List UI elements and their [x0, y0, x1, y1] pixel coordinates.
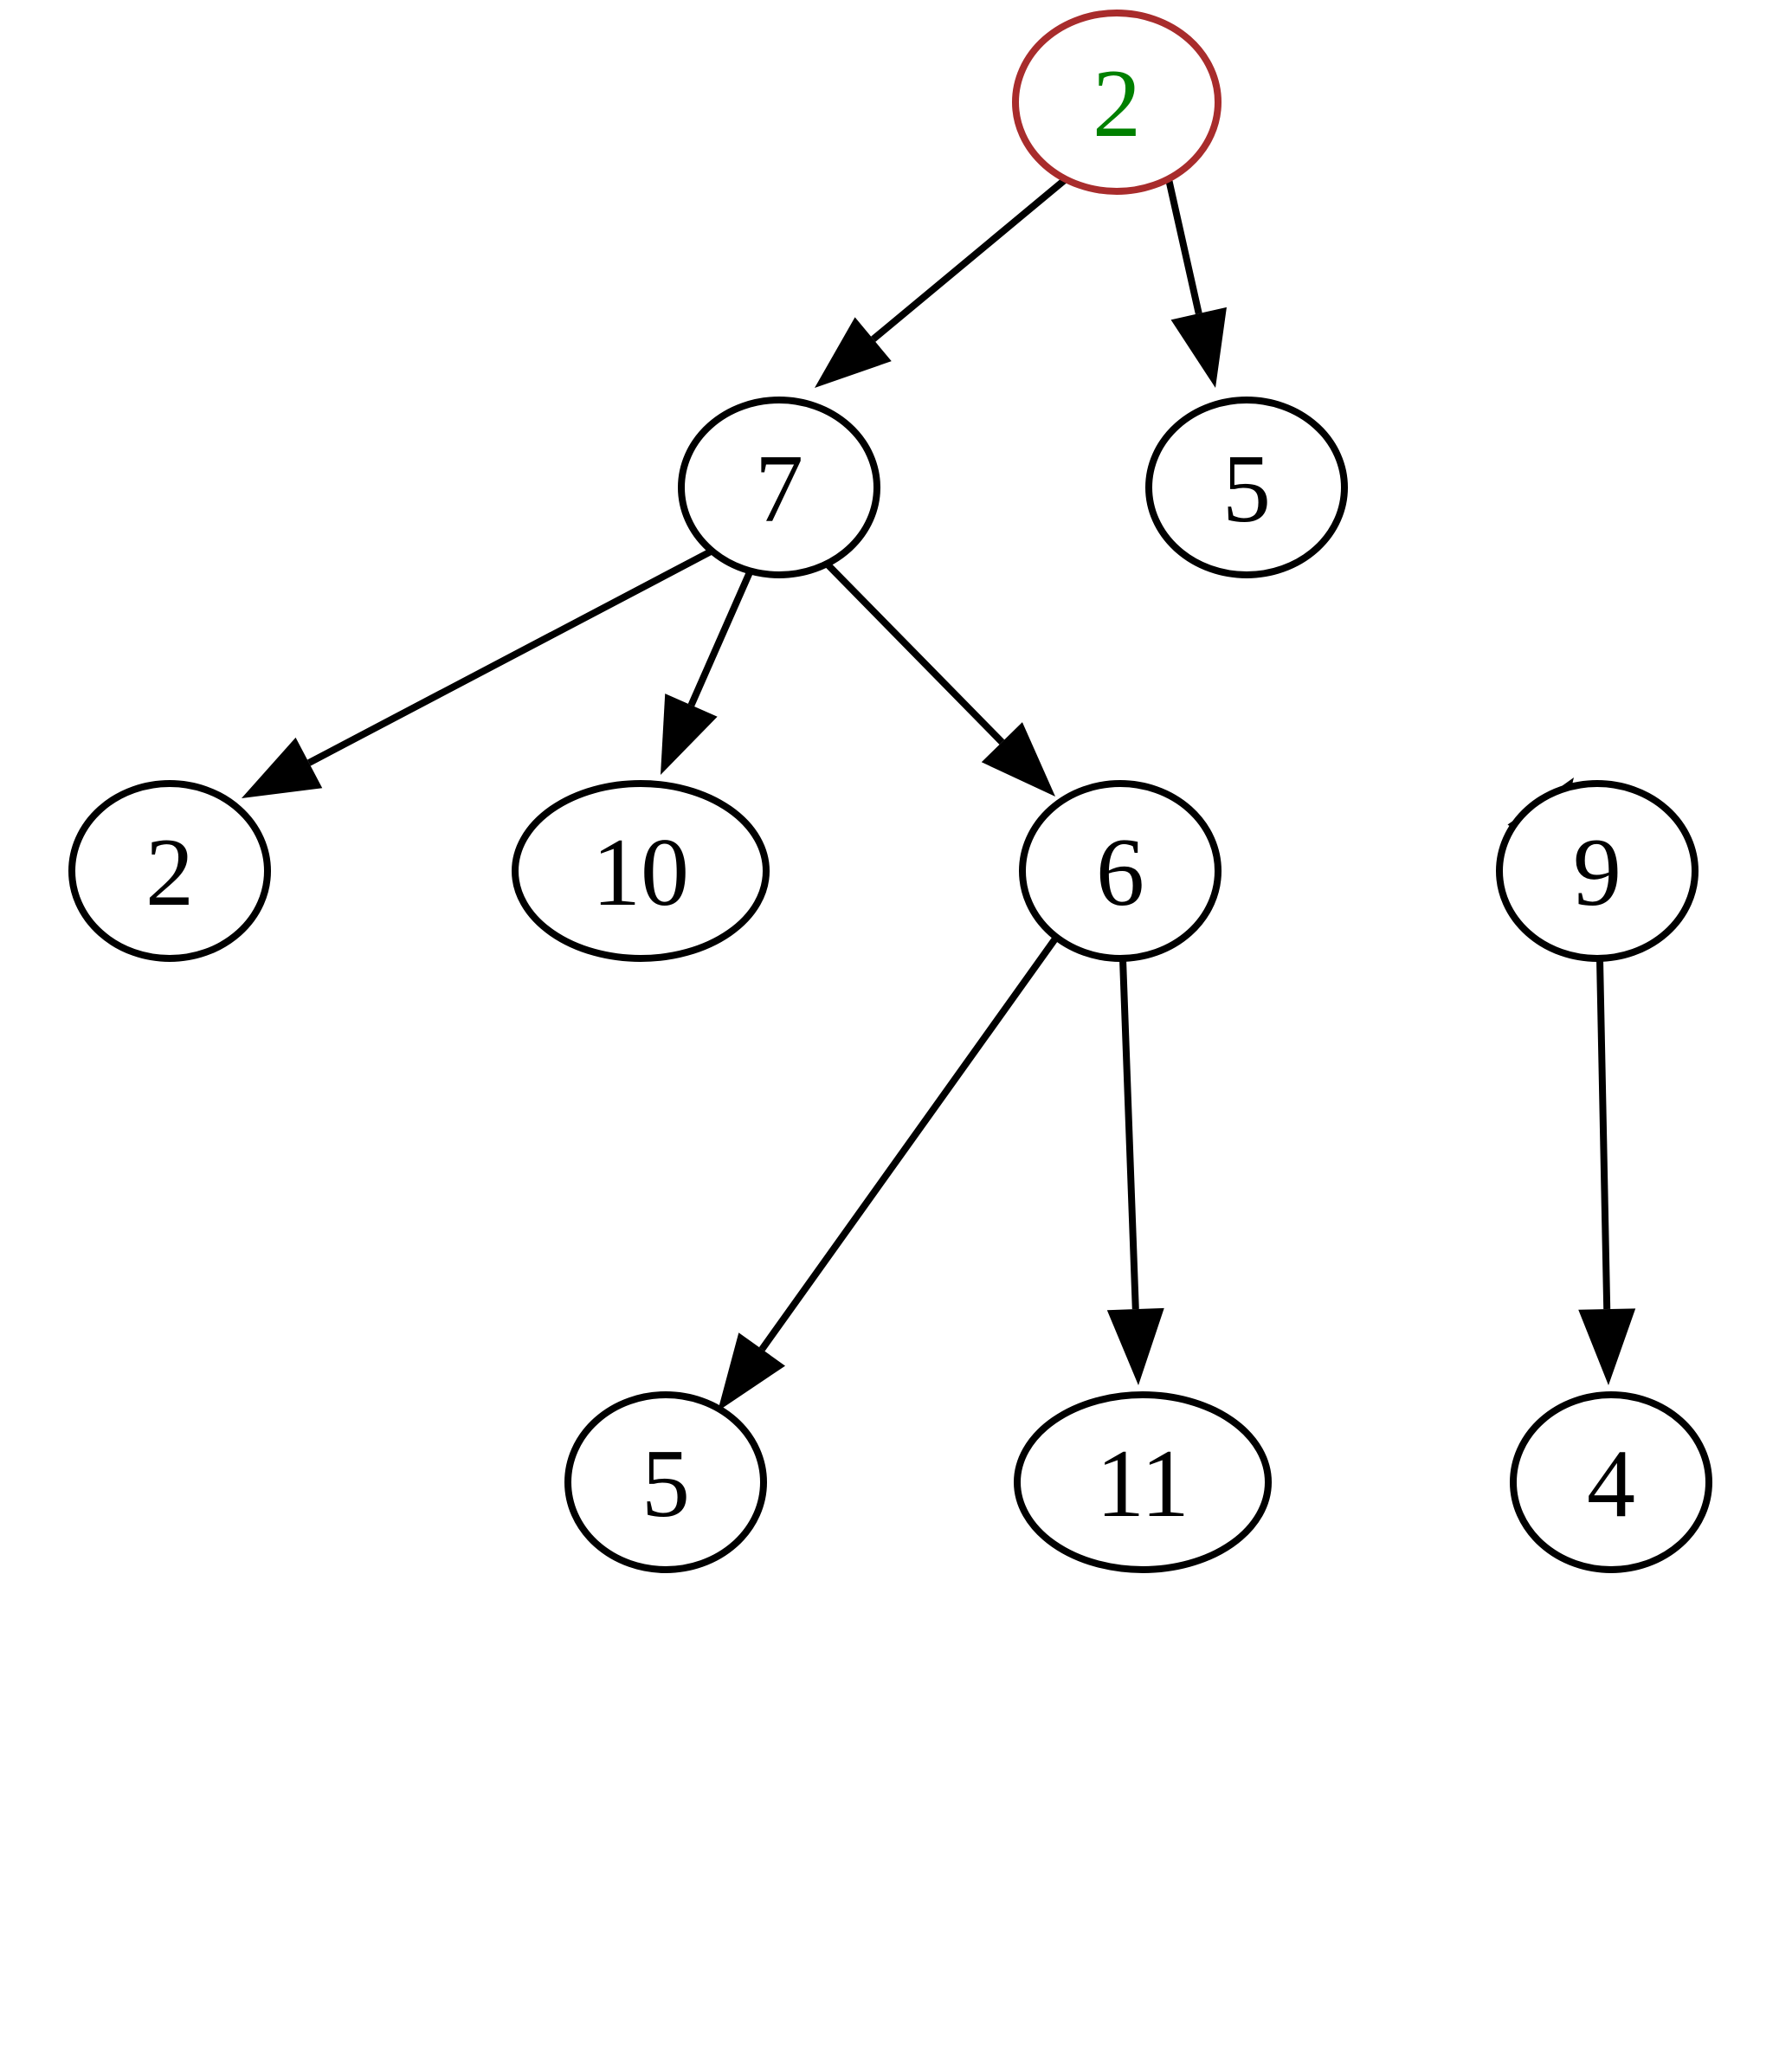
- node-label: 5: [641, 1430, 690, 1538]
- arrowhead-icon: [242, 737, 323, 798]
- node-n7-5[interactable]: 5: [564, 1391, 767, 1573]
- node-ellipse[interactable]: [68, 780, 271, 962]
- edge-line: [687, 571, 753, 707]
- edge-line: [823, 560, 1005, 745]
- node-n0-2[interactable]: 2: [1012, 10, 1222, 195]
- nodes-layer: 2 7 5 2 10 6 9 5 11 4: [68, 10, 1712, 1573]
- edge-7-to-2: [242, 547, 714, 798]
- arrowhead-icon: [1170, 306, 1227, 388]
- arrowhead-icon: [1578, 1308, 1636, 1385]
- node-n5-6[interactable]: 6: [1019, 780, 1222, 962]
- node-label: 2: [1093, 50, 1141, 158]
- node-label: 9: [1573, 819, 1621, 926]
- edge-9-to-4: [1578, 958, 1636, 1385]
- edge-line: [1165, 178, 1202, 315]
- edge-6-to-5: [718, 932, 1061, 1411]
- edges-layer: [242, 176, 1636, 1411]
- arrowhead-icon: [1106, 1307, 1164, 1385]
- node-label: 5: [1222, 435, 1271, 543]
- arrowhead-icon: [981, 722, 1055, 797]
- edge-line: [307, 547, 714, 766]
- edge-2-to-7: [815, 176, 1068, 388]
- node-ellipse[interactable]: [1496, 780, 1699, 962]
- arrowhead-icon: [815, 317, 892, 388]
- arrowhead-icon: [661, 693, 718, 775]
- arrowhead-icon: [718, 1332, 786, 1411]
- node-n1-7[interactable]: 7: [678, 397, 880, 578]
- node-label: 7: [755, 435, 803, 543]
- edge-7-to-6: [823, 560, 1055, 797]
- node-label: 11: [1096, 1430, 1189, 1538]
- node-n8-11[interactable]: 11: [1014, 1391, 1272, 1573]
- node-label: 4: [1587, 1430, 1635, 1538]
- node-ellipse[interactable]: [1510, 1391, 1712, 1573]
- edge-line: [1119, 958, 1139, 1310]
- node-n9-4[interactable]: 4: [1510, 1391, 1712, 1573]
- node-n3-2[interactable]: 2: [68, 780, 271, 962]
- node-ellipse[interactable]: [564, 1391, 767, 1573]
- node-label: 10: [592, 819, 689, 926]
- edge-line: [1596, 958, 1611, 1310]
- node-n4-10[interactable]: 10: [512, 780, 770, 962]
- edge-6-to-11: [1106, 958, 1164, 1385]
- node-ellipse[interactable]: [1012, 10, 1222, 195]
- node-label: 6: [1096, 819, 1144, 926]
- edge-7-to-10: [661, 571, 753, 775]
- edge-line: [758, 932, 1061, 1352]
- node-label: 2: [145, 819, 194, 926]
- edge-line: [871, 176, 1068, 342]
- edge-2-to-5: [1165, 178, 1227, 388]
- node-ellipse[interactable]: [1014, 1391, 1272, 1573]
- node-ellipse[interactable]: [1145, 397, 1348, 578]
- node-n2-5[interactable]: 5: [1145, 397, 1348, 578]
- node-ellipse[interactable]: [678, 397, 880, 578]
- node-n6-9[interactable]: 9: [1496, 780, 1699, 962]
- node-ellipse[interactable]: [1019, 780, 1222, 962]
- node-ellipse[interactable]: [512, 780, 770, 962]
